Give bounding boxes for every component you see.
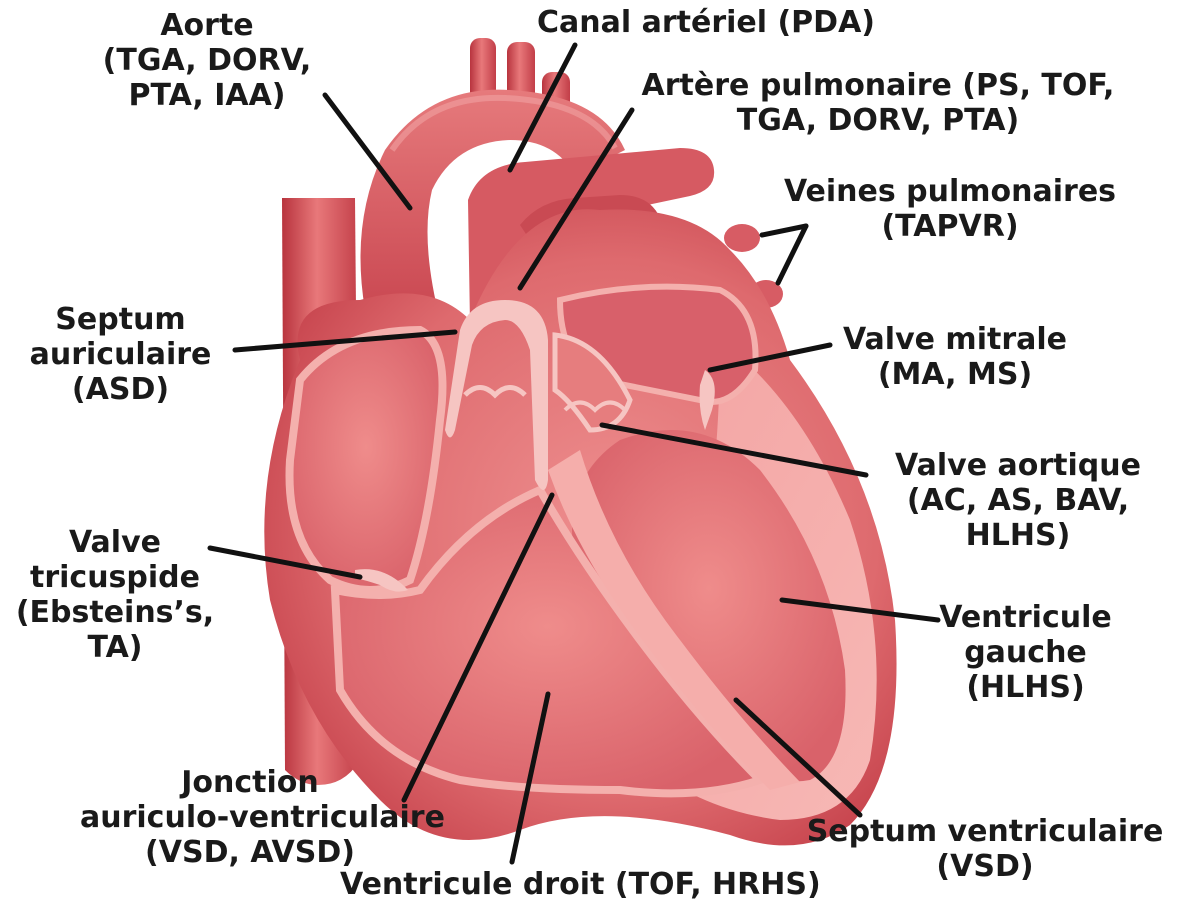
label-septum-ventriculaire: Septum ventriculaire (VSD) bbox=[800, 814, 1170, 884]
label-jonction-av: Jonction auriculo-ventriculaire (VSD, AV… bbox=[80, 765, 420, 870]
label-valve-tricuspide: Valve tricuspide (Ebsteins’s, TA) bbox=[0, 525, 230, 665]
label-ventricule-droit: Ventricule droit (TOF, HRHS) bbox=[340, 867, 821, 902]
label-valve-mitrale: Valve mitrale (MA, MS) bbox=[830, 322, 1080, 392]
label-artere-pulmonaire: Artère pulmonaire (PS, TOF, TGA, DORV, P… bbox=[618, 68, 1138, 138]
label-veines-pulmonaires: Veines pulmonaires (TAPVR) bbox=[760, 174, 1140, 244]
label-ventricule-gauche: Ventricule gauche (HLHS) bbox=[918, 600, 1133, 705]
label-canal-arteriel: Canal artériel (PDA) bbox=[537, 5, 875, 40]
label-septum-auriculaire: Septum auriculaire (ASD) bbox=[8, 302, 233, 407]
right-atrium bbox=[290, 330, 443, 590]
label-valve-aortique: Valve aortique (AC, AS, BAV, HLHS) bbox=[868, 448, 1168, 553]
label-aorte: Aorte (TGA, DORV, PTA, IAA) bbox=[62, 8, 352, 113]
